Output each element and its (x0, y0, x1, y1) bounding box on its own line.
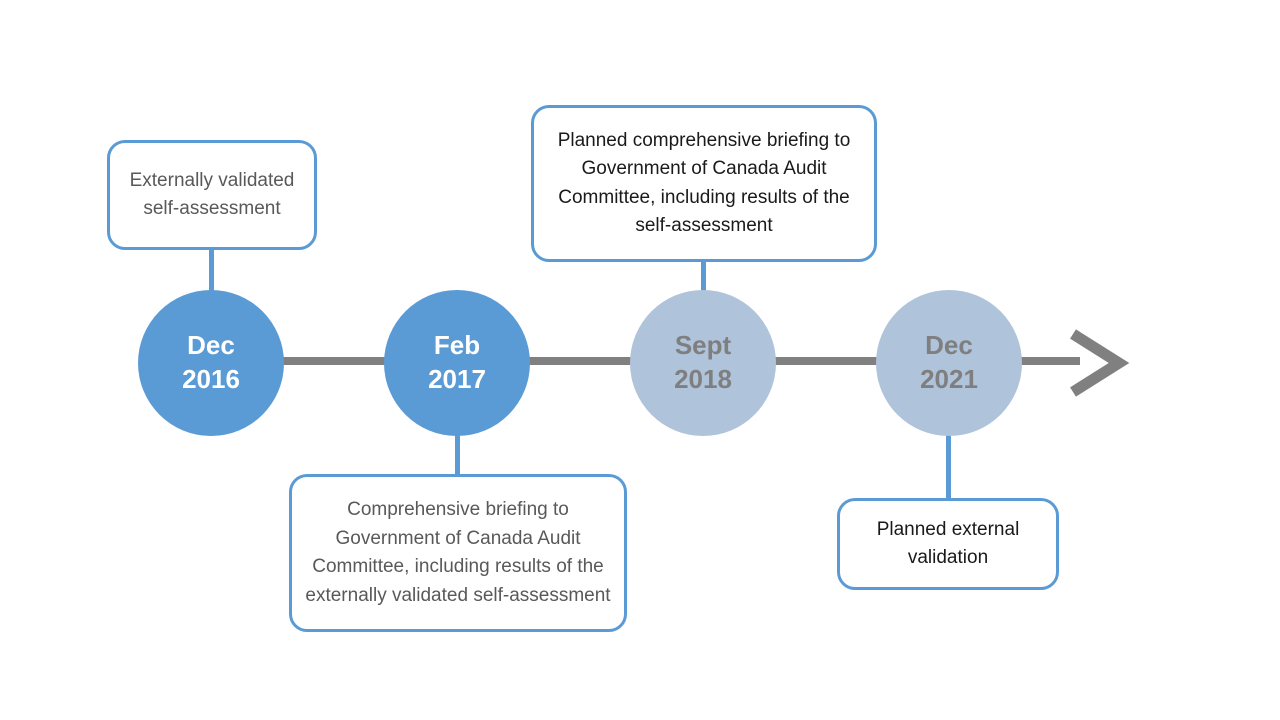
milestone-circle-sept-2018: Sept 2018 (630, 290, 776, 436)
milestone-year: 2018 (674, 364, 732, 394)
milestone-circle-feb-2017: Feb 2017 (384, 290, 530, 436)
callout-planned-external-validation: Planned external validation (837, 498, 1059, 590)
milestone-month: Feb (433, 330, 481, 361)
milestone-year: 2021 (920, 364, 978, 394)
milestone-circle-dec-2021: Dec 2021 (876, 290, 1022, 436)
callout-connector (209, 248, 214, 298)
milestone-month: Sept (674, 330, 732, 361)
callout-text: Externally validated self-assessment (129, 169, 295, 220)
callout-text: Comprehensive briefing to Government of … (305, 499, 611, 606)
callout-externally-validated: Externally validated self-assessment (107, 140, 317, 250)
callout-connector (946, 430, 951, 502)
milestone-year: 2017 (428, 364, 486, 394)
callout-connector (455, 430, 460, 478)
callout-text: Planned external validation (876, 518, 1020, 569)
callout-connector (701, 258, 706, 298)
milestone-month: Dec (925, 330, 973, 361)
milestone-year: 2016 (182, 364, 240, 394)
timeline-arrowhead-icon (1063, 326, 1133, 405)
callout-text: Planned comprehensive briefing to Govern… (557, 129, 851, 237)
milestone-circle-dec-2016: Dec 2016 (138, 290, 284, 436)
callout-planned-briefing: Planned comprehensive briefing to Govern… (531, 105, 877, 262)
callout-comprehensive-briefing: Comprehensive briefing to Government of … (289, 474, 627, 632)
milestone-month: Dec (187, 330, 235, 361)
